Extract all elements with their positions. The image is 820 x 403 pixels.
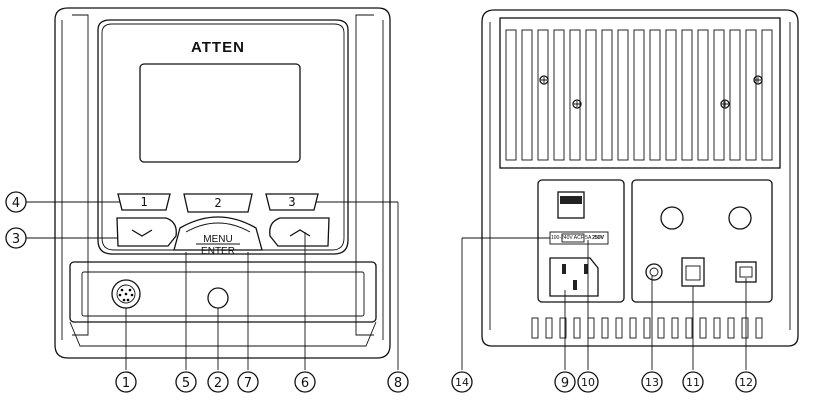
svg-text:2: 2 (214, 376, 222, 391)
svg-text:10: 10 (581, 376, 595, 389)
callout-2: 2 (207, 371, 229, 393)
rj11-port[interactable] (681, 257, 705, 287)
menu-enter-key[interactable]: MENU ENTER (173, 216, 263, 257)
io-panel (631, 179, 773, 303)
svg-text:6: 6 (301, 376, 309, 391)
bottom-vent-slots (531, 317, 763, 339)
callout-3: 3 (5, 227, 27, 249)
vent-slots (505, 29, 773, 161)
callout-8: 8 (387, 371, 409, 393)
svg-text:5: 5 (182, 376, 190, 391)
svg-text:2: 2 (214, 196, 221, 210)
svg-text:7: 7 (244, 376, 252, 391)
ground-terminal[interactable] (645, 263, 663, 281)
iron-connector (111, 279, 141, 309)
front-view: ATTEN 1 2 3 MENU ENT (54, 7, 391, 359)
up-key[interactable] (269, 217, 330, 247)
svg-text:1: 1 (140, 195, 147, 209)
svg-text:13: 13 (645, 376, 659, 389)
callout-9: 9 (554, 371, 576, 393)
callout-14: 14 (451, 371, 473, 393)
front-base (69, 321, 377, 347)
svg-text:1: 1 (122, 376, 130, 391)
chevron-up-icon (289, 229, 311, 237)
callout-4: 4 (5, 191, 27, 213)
fuse-rating-label: 100-240V ACF 5A 250V (551, 235, 605, 241)
front-right-grip (355, 14, 374, 336)
callout-11: 11 (682, 371, 704, 393)
rear-body-outline (481, 9, 799, 347)
power-indicator (207, 287, 229, 309)
key-2[interactable]: 2 (183, 193, 253, 213)
svg-text:8: 8 (394, 376, 402, 391)
screw-icons (539, 75, 763, 109)
front-panel-inner (101, 23, 345, 251)
rear-view: 100-240V ACF 5A 250V 250V (481, 9, 799, 347)
callout-10: 10 (577, 371, 599, 393)
key-3[interactable]: 3 (265, 193, 319, 211)
fuse-voltage-label: 250V (592, 235, 604, 241)
svg-text:3: 3 (12, 232, 20, 247)
callout-7: 7 (237, 371, 259, 393)
callout-12: 12 (735, 371, 757, 393)
panel-knob-right (728, 206, 752, 230)
callout-13: 13 (641, 371, 663, 393)
chevron-down-icon (131, 229, 153, 237)
svg-text:9: 9 (561, 376, 569, 391)
rear-vent-panel (499, 17, 781, 169)
enter-label: ENTER (201, 246, 235, 257)
leader-lines (26, 201, 747, 370)
lcd-screen (139, 63, 301, 163)
lower-bay-inner (81, 271, 365, 317)
key-1[interactable]: 1 (117, 193, 171, 211)
menu-label: MENU (203, 234, 232, 245)
power-switch[interactable] (557, 191, 585, 219)
panel-knob-left (660, 206, 684, 230)
svg-text:4: 4 (12, 196, 20, 211)
front-body-outline (54, 7, 391, 359)
svg-text:3: 3 (288, 195, 295, 209)
lower-bay (69, 261, 377, 323)
brand-logo: ATTEN (191, 39, 245, 56)
svg-text:12: 12 (739, 376, 753, 389)
front-panel (97, 19, 349, 255)
callout-5: 5 (175, 371, 197, 393)
front-left-grip (72, 14, 89, 336)
callout-6: 6 (294, 371, 316, 393)
power-module (537, 179, 625, 303)
callout-1: 1 (115, 371, 137, 393)
fuse-holder[interactable]: 100-240V ACF 5A 250V 250V (549, 231, 609, 245)
svg-text:11: 11 (686, 376, 700, 389)
ac-power-socket (549, 257, 599, 297)
svg-text:14: 14 (455, 376, 469, 389)
down-key[interactable] (116, 217, 177, 247)
